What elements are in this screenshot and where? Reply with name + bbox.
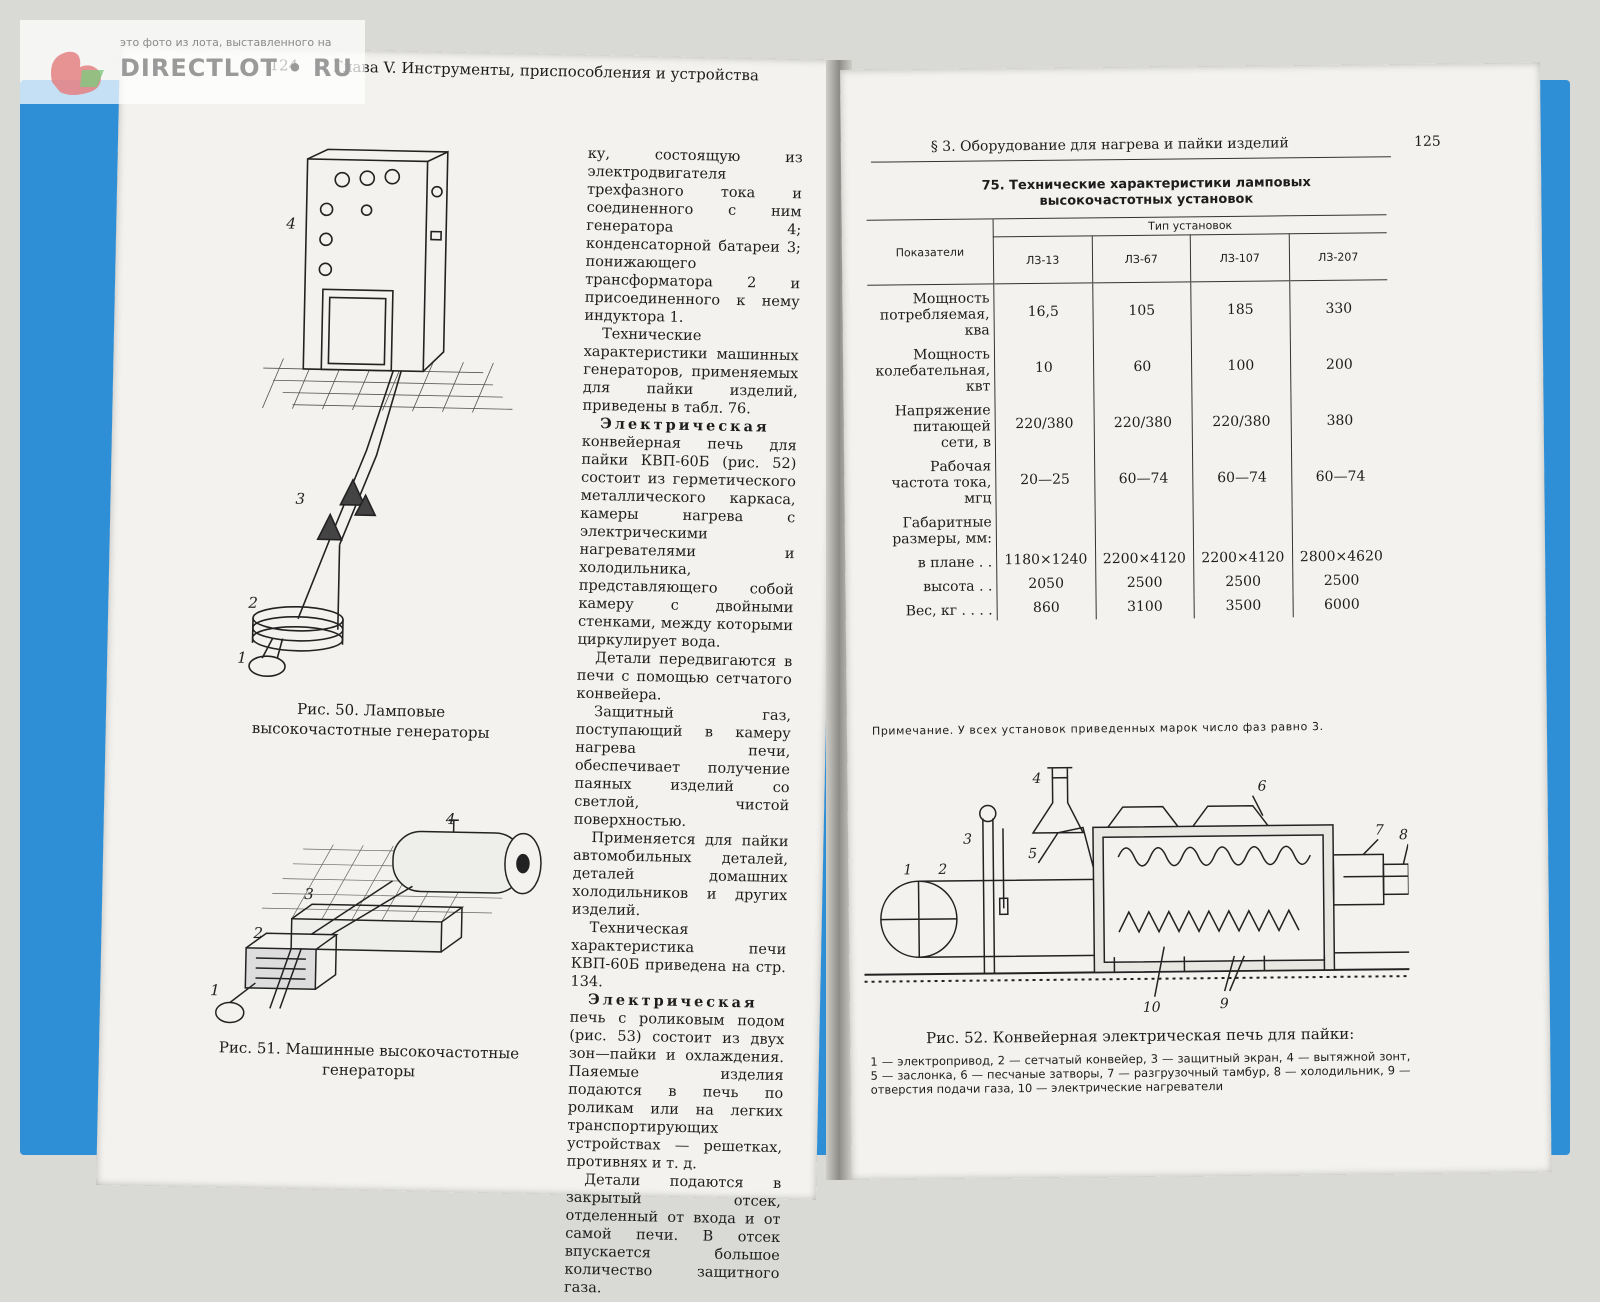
fig52-label-5: 5	[1028, 846, 1037, 862]
fig52-legend: 1 — электропривод, 2 — сетчатый конвейер…	[870, 1049, 1411, 1097]
paragraph-4: Детали передвигаются в печи с помощью се…	[576, 650, 793, 704]
fig51-label-2: 2	[252, 924, 263, 942]
spec-table: Показатели Тип установок ЛЗ-13 ЛЗ-67 ЛЗ-…	[866, 214, 1391, 621]
header-indicator: Показатели	[866, 218, 994, 286]
right-page: § 3. Оборудование для нагрева и пайки из…	[840, 62, 1552, 1180]
table-row: Рабочая частота тока, мгц 20—25 60—74 60…	[869, 448, 1390, 509]
fig52-label-10: 10	[1143, 1000, 1161, 1016]
fig52-label-4: 4	[1031, 771, 1041, 787]
paragraph-6: Применяется для пайки автомобильных дета…	[571, 830, 789, 920]
spaced-word-2: Электрическая	[587, 991, 758, 1012]
table-title: 75. Технические характеристики ламповых …	[981, 175, 1311, 209]
paragraph-1: ку, состоящую из электродвигателя трехфа…	[584, 145, 803, 326]
watermark-brand: DIRECTLOT • RU	[120, 54, 353, 82]
watermark-note: это фото из лота, выставленного на	[120, 36, 332, 49]
right-page-number: 125	[1413, 133, 1441, 150]
fig52-label-1: 1	[903, 862, 912, 878]
watermark: это фото из лота, выставленного на DIREC…	[20, 20, 365, 104]
col-lz67: ЛЗ-67	[1091, 234, 1191, 283]
fig51-illustration: 4 3 2 1	[210, 810, 542, 1024]
paragraph-8: печь с роликовым подом (рис. 53) состоит…	[566, 1009, 785, 1173]
right-running-head: § 3. Оборудование для нагрева и пайки из…	[930, 134, 1441, 156]
fig50-illustration: 4 3 2 1	[237, 148, 513, 678]
paragraph-7: Техническая характеристика печи КВП-60Б …	[570, 920, 787, 991]
left-running-head-text: Глава V. Инструменты, приспособления и у…	[332, 57, 760, 85]
squirrel-logo-icon	[51, 51, 104, 95]
fig50-label-4: 4	[285, 215, 296, 233]
spaced-word-1: Электрическая	[599, 415, 770, 436]
fig51-label-4: 4	[445, 810, 456, 828]
table-row: Напряжение питающей сети, в 220/380 220/…	[868, 392, 1389, 453]
fig52-label-8: 8	[1399, 827, 1408, 843]
table-row: Мощность потребляемая, ква 16,5 105 185 …	[867, 279, 1388, 342]
col-lz107: ЛЗ-107	[1190, 233, 1290, 282]
col-lz207: ЛЗ-207	[1288, 232, 1388, 281]
fig51-label-3: 3	[304, 885, 314, 903]
fig52-label-3: 3	[963, 832, 972, 848]
fig51-caption: Рис. 51. Машинные высокочастотные генера…	[218, 1038, 520, 1081]
fig50-label-2: 2	[247, 594, 258, 612]
head-rule	[870, 156, 1391, 163]
right-running-head-text: § 3. Оборудование для нагрева и пайки из…	[930, 135, 1289, 156]
left-page: 1 2 4 Глава V. Инструменты, приспособления…	[96, 45, 840, 1296]
fig52-label-9: 9	[1220, 996, 1229, 1012]
fig52-label-7: 7	[1375, 822, 1384, 838]
paragraph-2: Технические характеристики машинных гене…	[582, 326, 799, 418]
fig52-illustration: 1 2 3 4 5 6 7 8 9 10	[864, 766, 1410, 1016]
col-lz13: ЛЗ-13	[993, 235, 1093, 284]
table-row: Мощность колебательная, квт 10 60 100 20…	[868, 336, 1389, 397]
fig52-label-2: 2	[937, 862, 947, 878]
paragraph-9: Детали подаются в закрытый отсек, отделе…	[563, 1171, 782, 1297]
fig50-label-3: 3	[295, 490, 305, 508]
table-row: Габаритные размеры, мм:	[870, 504, 1390, 549]
fig50-label-1: 1	[237, 649, 247, 667]
table-row: Вес, кг . . . . 860 3100 3500 6000	[871, 592, 1391, 621]
paragraph-5: Защитный газ, поступающий в камеру нагре…	[573, 704, 792, 831]
fig51-label-1: 1	[210, 981, 220, 999]
table-note: Примечание. У всех установок приведенных…	[871, 719, 1324, 738]
fig52-label-6: 6	[1257, 779, 1266, 795]
paragraph-3: конвейерная печь для пайки КВП-60Б (рис.…	[577, 433, 797, 651]
left-text-column: ку, состоящую из электродвигателя трехфа…	[564, 145, 803, 1301]
fig50-caption: Рис. 50. Ламповые высокочастотные генера…	[251, 699, 490, 742]
